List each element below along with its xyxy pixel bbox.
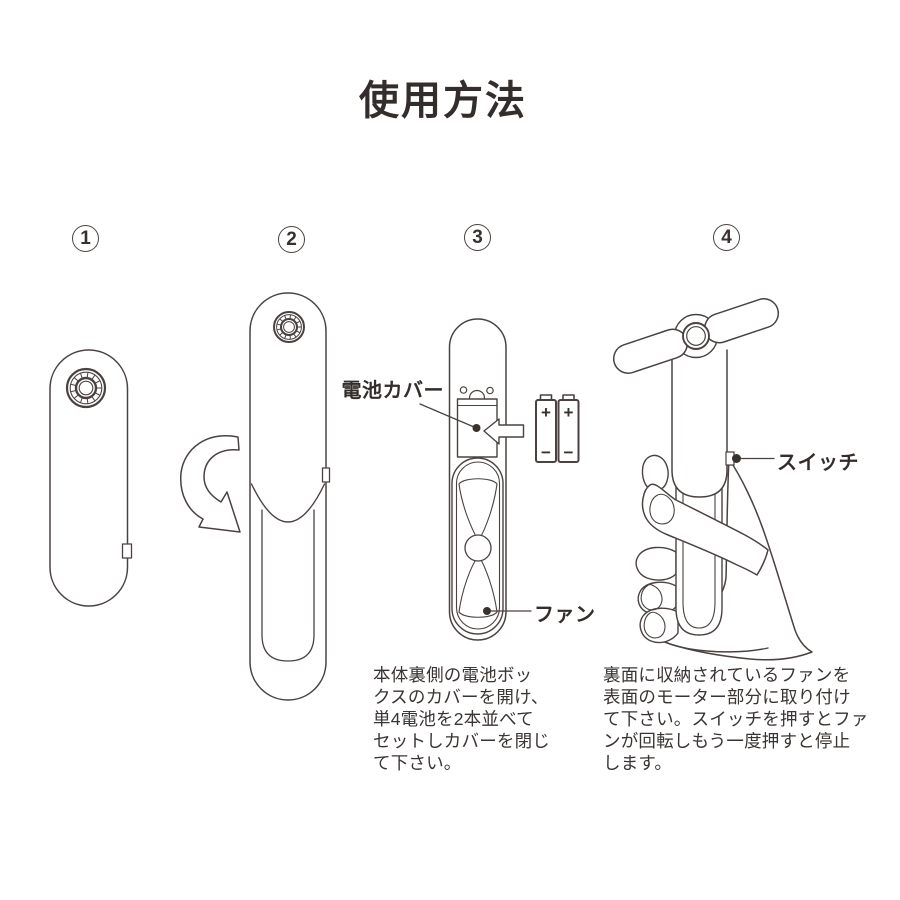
step-1-number: 1: [72, 225, 99, 252]
battery-icon: + −: [557, 394, 580, 463]
caption-line: て下さい。スイッチを押すとファ: [603, 709, 869, 729]
step4-illustration: [612, 298, 813, 661]
fan-recess-inner: [455, 461, 501, 630]
rotate-arrow-icon: [180, 435, 241, 533]
fan-hub: [464, 534, 492, 562]
plus-terminal: +: [541, 403, 551, 422]
device-body: [671, 349, 728, 498]
fan-recess: [451, 457, 504, 635]
fan-leader: [483, 607, 532, 615]
fan-blades-icon: [458, 478, 498, 618]
switch-leader: [725, 451, 775, 466]
switch-label: スイッチ: [777, 452, 859, 474]
fingernail: [640, 583, 663, 611]
caption-line: て下さい。: [373, 753, 462, 773]
battery-cover-label: 電池カバー: [341, 380, 444, 402]
insert-arrow-icon: [483, 418, 525, 445]
caption-line: 本体裏側の電池ボッ: [373, 665, 533, 685]
screw-hole-icon: [459, 386, 468, 394]
battery-icon: + −: [535, 394, 557, 463]
step-4-number: 4: [713, 224, 740, 251]
minus-terminal: −: [541, 443, 551, 462]
motor-mount-icon: [65, 367, 107, 409]
side-switch-icon: [321, 467, 331, 483]
minus-terminal: −: [564, 443, 574, 462]
caption-line: 単4電池を2本並べて: [373, 709, 534, 729]
fan-slot: [261, 509, 315, 662]
battery-cover-leader: [419, 403, 481, 432]
step-3-number: 3: [464, 224, 491, 251]
caption-line: セットしカバーを閉じ: [373, 731, 550, 751]
curled-fingers: [635, 546, 679, 644]
latch-notch: [468, 389, 486, 399]
caption-line: 裏面に収納されているファンを: [603, 665, 851, 685]
fingertip: [641, 454, 669, 492]
plus-terminal: +: [564, 403, 574, 422]
step-4-caption: 裏面に収納されているファンを 表面のモーター部分に取り付け て下さい。スイッチを…: [603, 664, 869, 774]
fingernail: [649, 493, 675, 525]
caption-line: クスのカバーを開け、: [373, 687, 549, 707]
page-title: 使用方法: [359, 79, 527, 123]
fingernail: [643, 611, 666, 639]
step-3-caption: 本体裏側の電池ボッ クスのカバーを開け、 単4電池を2本並べて セットしカバーを…: [373, 664, 550, 774]
step1-device: [49, 349, 133, 607]
caption-line: ンが回転しもう一度押すと停止: [603, 731, 851, 751]
motor-mount-icon: [273, 311, 305, 343]
caption-line: 表面のモーター部分に取り付け: [603, 687, 851, 707]
propeller: [612, 298, 780, 374]
step-2-number: 2: [278, 226, 305, 253]
step3-device: + − + −: [419, 318, 580, 641]
caption-line: します。: [603, 753, 673, 773]
fan-label: ファン: [534, 604, 596, 626]
step2-device: [180, 292, 331, 701]
side-switch-icon: [121, 543, 133, 559]
screw-hole-icon: [486, 386, 494, 395]
index-finger: [641, 483, 769, 576]
callout-dot: [483, 607, 491, 615]
callout-dot: [732, 454, 741, 463]
callout-dot: [472, 424, 481, 432]
